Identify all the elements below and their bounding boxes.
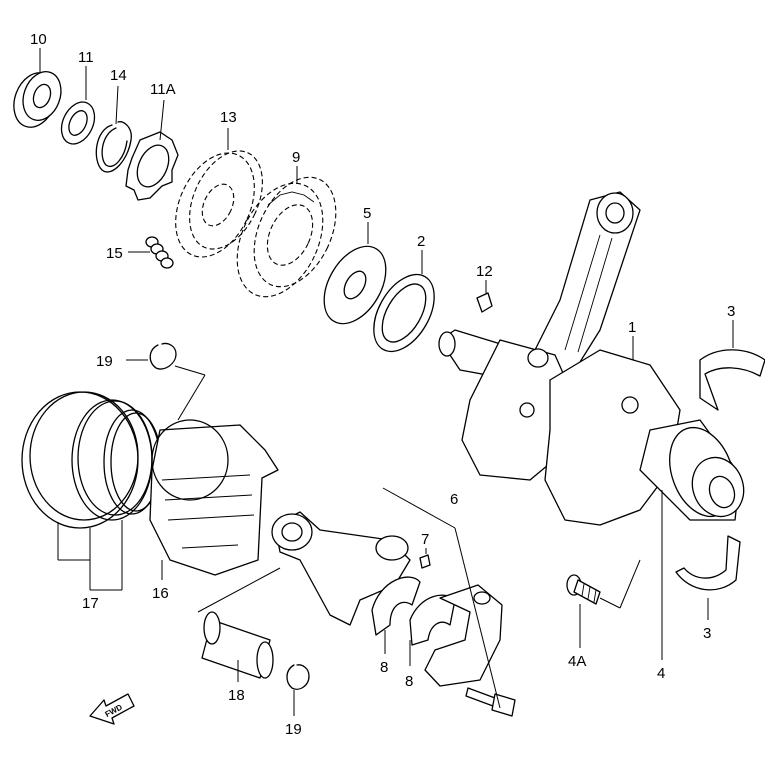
part-7-dowel <box>419 554 431 569</box>
part-12-key <box>476 292 493 313</box>
callout-4: 4 <box>657 665 665 682</box>
callout-13: 13 <box>220 109 237 126</box>
callout-19-lower: 19 <box>285 721 302 738</box>
part-13-gear <box>175 150 263 258</box>
part-10-oil-seal <box>13 71 62 128</box>
callout-9: 9 <box>292 149 300 166</box>
part-3-bearing-lower <box>675 535 741 591</box>
callout-18: 18 <box>228 687 245 704</box>
part-16-piston <box>149 419 279 576</box>
part-8-bearing-upper <box>371 576 421 636</box>
part-5-washer <box>323 245 387 325</box>
part-14-circlip <box>95 121 132 173</box>
callout-3-lower: 3 <box>703 625 711 642</box>
callout-1: 1 <box>628 319 636 336</box>
callout-3-upper: 3 <box>727 303 735 320</box>
callout-6: 6 <box>450 491 458 508</box>
part-11-washer <box>60 101 96 145</box>
part-19-circlip-upper <box>149 342 177 370</box>
part-6-cap-bolt <box>465 687 516 717</box>
callout-15: 15 <box>106 245 123 262</box>
part-4A-bolt <box>566 574 601 605</box>
callout-labels: 10 11 14 11A 13 9 5 2 12 15 1 3 3 19 6 7… <box>30 31 735 738</box>
callout-11A: 11A <box>150 81 176 98</box>
callout-19-upper: 19 <box>96 353 113 370</box>
part-6-rod-cap <box>424 584 503 687</box>
callout-8-left: 8 <box>380 659 388 676</box>
callout-16: 16 <box>152 585 169 602</box>
callout-5: 5 <box>363 205 371 222</box>
part-17-piston-rings <box>21 391 162 529</box>
part-2-thrust-bearing <box>373 273 435 353</box>
leader-lines <box>39 48 734 716</box>
callout-11: 11 <box>78 49 94 66</box>
part-19-circlip-lower <box>286 664 310 690</box>
part-8-bearing-lower <box>409 594 456 646</box>
callout-17: 17 <box>82 595 99 612</box>
callout-14: 14 <box>110 67 127 84</box>
part-1-crankshaft <box>438 191 745 526</box>
fwd-arrow-icon: FWD <box>89 693 135 725</box>
part-15-spring <box>145 236 174 269</box>
part-3-bearing-upper <box>699 349 765 411</box>
part-6-connecting-rod <box>271 511 411 626</box>
callout-4A: 4A <box>568 653 586 670</box>
callout-12: 12 <box>476 263 493 280</box>
part-11A-lock-washer <box>125 131 179 201</box>
part-18-piston-pin <box>201 611 274 679</box>
callout-7: 7 <box>421 531 429 548</box>
callout-2: 2 <box>417 233 425 250</box>
callout-10: 10 <box>30 31 47 48</box>
callout-8-right: 8 <box>405 673 413 690</box>
